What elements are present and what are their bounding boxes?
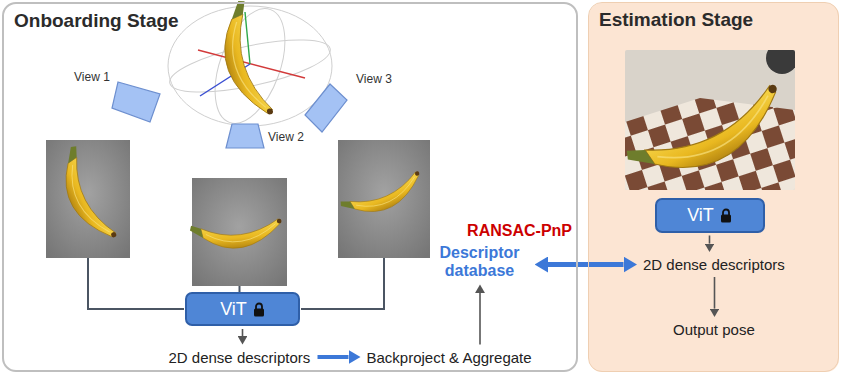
view-label: View 1 — [74, 70, 110, 84]
lock-icon — [253, 302, 265, 317]
step-text: 2D dense descriptors — [166, 348, 315, 367]
lock-icon — [720, 208, 732, 223]
flow-arrow — [714, 277, 716, 309]
banana-photo — [625, 82, 794, 190]
x-axis — [198, 50, 305, 78]
flow-arrow — [242, 329, 244, 336]
banana-model — [211, 0, 274, 122]
banana-render — [49, 145, 117, 248]
banana-render — [339, 170, 427, 224]
render-image — [46, 140, 130, 258]
step-text: 2D dense descriptors — [640, 255, 789, 274]
photo-object — [766, 50, 795, 74]
view-label: View 2 — [268, 130, 304, 144]
model-box: ViT — [185, 292, 300, 326]
step-label: 2D dense descriptors — [643, 256, 786, 273]
model-box: ViT — [655, 198, 765, 233]
model-label: ViT — [220, 299, 247, 320]
y-axis — [245, 12, 250, 64]
camera-view — [305, 84, 347, 132]
lock-shackle — [256, 303, 262, 309]
panel-title: Onboarding Stage — [14, 10, 179, 32]
lock-shackle — [723, 209, 729, 215]
step-label: Descriptor database — [432, 244, 528, 281]
feed-wire — [88, 258, 184, 309]
step-text: Output pose — [670, 320, 759, 339]
step-label: Output pose — [673, 321, 756, 338]
edge-label: RANSAC-PnP — [465, 222, 574, 240]
panel-fill — [589, 3, 839, 372]
stage-panel: Onboarding StageViT 2D dense descriptors B… — [2, 2, 578, 372]
photo-background — [625, 50, 795, 190]
camera-view — [226, 124, 264, 148]
step-text: Backproject & Aggregate — [364, 348, 537, 367]
panel-title: Estimation Stage — [599, 9, 753, 31]
lock-body — [254, 308, 264, 316]
render-image — [338, 140, 430, 258]
database-text: Descriptor database — [429, 243, 532, 282]
model-label: ViT — [687, 205, 714, 226]
query-photo — [625, 50, 795, 190]
lock-body — [721, 214, 731, 222]
feed-wire — [301, 258, 384, 309]
flow-arrow — [709, 236, 711, 244]
view-label: View 3 — [356, 72, 392, 86]
sphere-outline — [168, 6, 332, 126]
step-label: 2D dense descriptors — [169, 349, 312, 366]
flow-arrow — [479, 293, 481, 345]
flow-arrow — [318, 355, 349, 359]
sphere-arc — [201, 0, 298, 133]
camera-view — [112, 82, 160, 122]
banana-render — [190, 218, 284, 252]
step-label: Backproject & Aggregate — [367, 349, 534, 366]
flow-arrow — [548, 262, 624, 267]
stage-panel: Estimation StageViT 2D dense descriptorsO… — [588, 2, 839, 372]
